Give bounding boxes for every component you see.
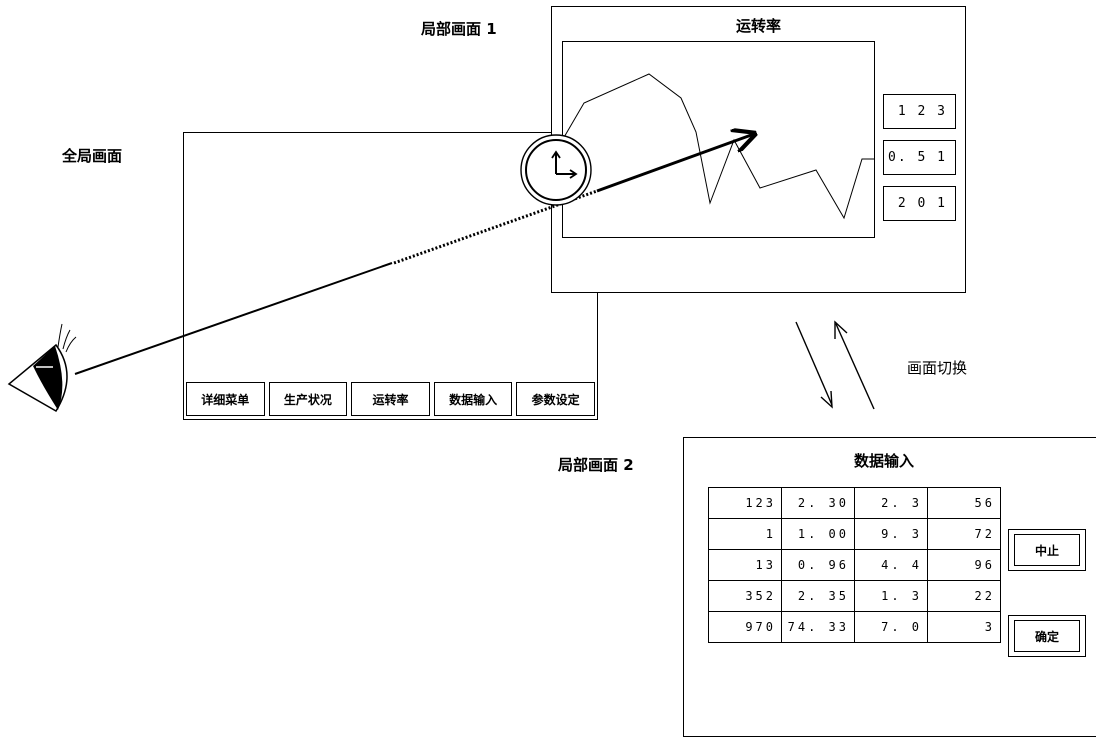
table-cell[interactable]: 13	[708, 549, 782, 581]
partial-screen-1: 运转率 1 2 3 0. 5 1 2 0 1	[551, 6, 966, 293]
table-cell[interactable]: 22	[927, 580, 1001, 612]
table-cell[interactable]: 1. 3	[854, 580, 928, 612]
table-cell[interactable]: 0. 96	[781, 549, 855, 581]
table-cell[interactable]: 970	[708, 611, 782, 643]
table-cell[interactable]: 96	[927, 549, 1001, 581]
value-display-2: 0. 5 1	[883, 140, 956, 175]
partial-screen-2-label: 局部画面 2	[558, 456, 634, 474]
table-cell[interactable]: 1. 00	[781, 518, 855, 550]
confirm-button[interactable]: 确定	[1008, 615, 1086, 657]
partial-screen-2-title: 数据输入	[853, 452, 914, 470]
table-cell[interactable]: 2. 35	[781, 580, 855, 612]
table-cell[interactable]: 123	[708, 487, 782, 519]
global-menu-bar: 详细菜单 生产状况 运转率 数据输入 参数设定	[186, 382, 595, 416]
table-cell[interactable]: 3	[927, 611, 1001, 643]
confirm-button-label: 确定	[1014, 620, 1080, 652]
table-cell[interactable]: 9. 3	[854, 518, 928, 550]
table-cell[interactable]: 4. 4	[854, 549, 928, 581]
partial-screen-1-label: 局部画面 1	[421, 20, 497, 38]
table-cell[interactable]: 352	[708, 580, 782, 612]
table-cell[interactable]: 56	[927, 487, 1001, 519]
table-cell[interactable]: 74. 33	[781, 611, 855, 643]
trend-line	[563, 73, 874, 220]
menu-button-operating-rate[interactable]: 运转率	[351, 382, 430, 416]
eye-icon	[7, 323, 77, 413]
stop-button-label: 中止	[1014, 534, 1080, 566]
table-cell[interactable]: 7. 0	[854, 611, 928, 643]
value-display-1: 1 2 3	[883, 94, 956, 129]
menu-button-production-status[interactable]: 生产状况	[268, 382, 348, 416]
value-display-3: 2 0 1	[883, 186, 956, 221]
menu-button-data-input[interactable]: 数据输入	[433, 382, 513, 416]
table-cell[interactable]: 1	[708, 518, 782, 550]
trend-chart	[562, 41, 875, 238]
menu-button-details[interactable]: 详细菜单	[186, 382, 265, 416]
table-cell[interactable]: 2. 3	[854, 487, 928, 519]
global-screen: 详细菜单 生产状况 运转率 数据输入 参数设定	[183, 132, 598, 420]
stop-button[interactable]: 中止	[1008, 529, 1086, 571]
screen-switch-label: 画面切换	[907, 359, 968, 377]
table-cell[interactable]: 2. 30	[781, 487, 855, 519]
table-cell[interactable]: 72	[927, 518, 1001, 550]
switch-arrows-icon	[795, 320, 875, 410]
global-screen-label: 全局画面	[62, 147, 123, 165]
partial-screen-1-title: 运转率	[735, 17, 781, 35]
menu-button-parameter-settings[interactable]: 参数设定	[516, 382, 595, 416]
